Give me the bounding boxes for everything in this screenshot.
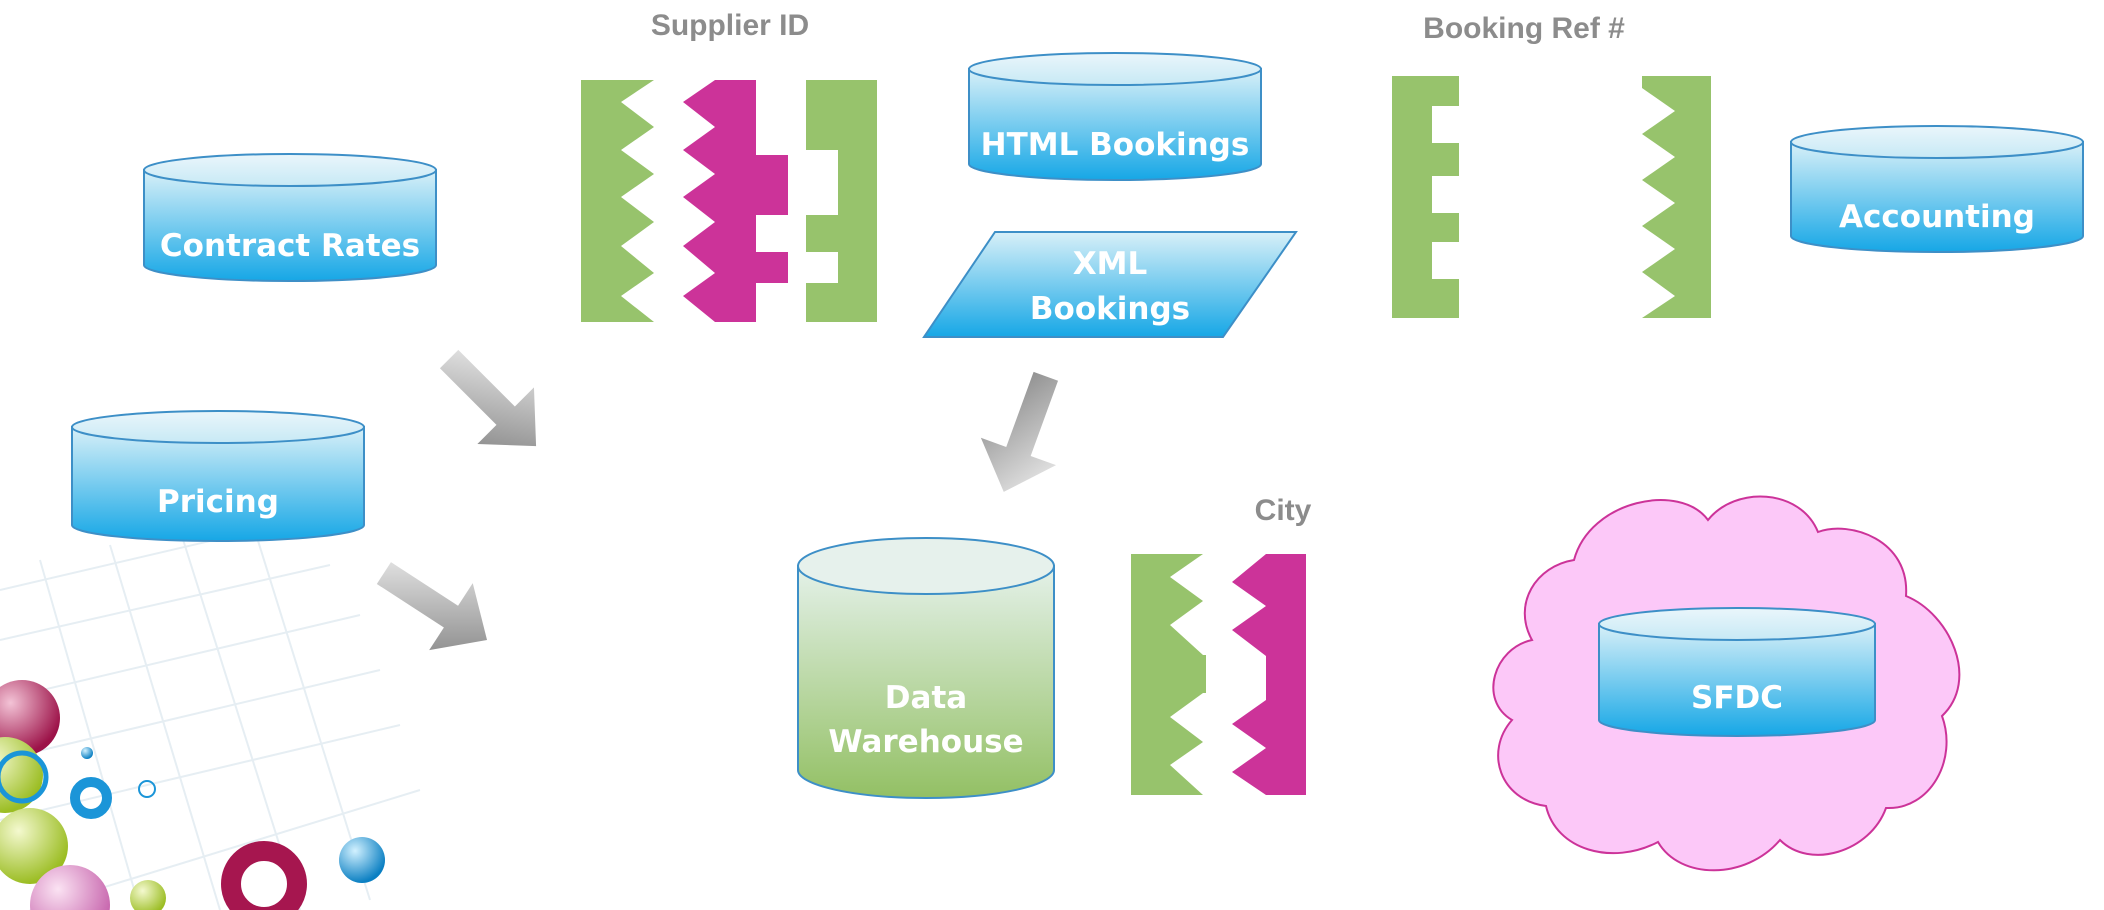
contract-rates-label: Contract Rates xyxy=(160,228,420,264)
booking-ref-label: Booking Ref # xyxy=(1423,12,1625,45)
green-zigzag-connector xyxy=(581,80,654,322)
down-right-arrow xyxy=(439,349,537,447)
down-left-arrow xyxy=(980,371,1059,492)
xml-bookings-label-line1: XML xyxy=(1073,246,1148,282)
html-bookings-database: HTML Bookings xyxy=(968,52,1262,181)
down-right-arrow xyxy=(376,562,488,651)
sfdc-database: SFDC xyxy=(1598,607,1876,737)
blue-ring xyxy=(70,777,112,819)
accounting-label: Accounting xyxy=(1839,199,2035,235)
green-zigzag-connector xyxy=(1131,554,1206,795)
xml-bookings-label-line2: Bookings xyxy=(1030,291,1190,327)
green-slot-connector xyxy=(806,80,877,322)
data-warehouse-label-line2: Warehouse xyxy=(828,724,1023,760)
city-connector xyxy=(1131,554,1306,795)
xml-bookings-data-block: XML Bookings xyxy=(922,231,1298,338)
lime-sphere xyxy=(130,880,166,910)
accounting-database: Accounting xyxy=(1790,125,2084,253)
sfdc-label: SFDC xyxy=(1691,680,1783,716)
data-warehouse-label-line1: Data xyxy=(885,680,967,716)
magenta-zigzag-connector xyxy=(683,80,788,322)
supplier-id-label: Supplier ID xyxy=(651,9,809,42)
supplier-id-connector xyxy=(581,80,877,322)
pricing-label: Pricing xyxy=(157,484,279,520)
booking-ref-connector xyxy=(1392,76,1711,318)
decorative-background xyxy=(0,514,421,910)
magenta-zigzag-connector xyxy=(1232,554,1306,795)
html-bookings-label: HTML Bookings xyxy=(981,127,1250,163)
blue-sphere xyxy=(81,747,93,759)
pink-sphere xyxy=(30,865,110,910)
green-zigzag-connector xyxy=(1642,76,1711,318)
blue-ring xyxy=(0,750,49,804)
magenta-ring xyxy=(221,841,307,910)
city-label: City xyxy=(1255,494,1312,527)
blue-ring xyxy=(138,780,156,798)
green-slot-connector xyxy=(1392,76,1459,318)
data-warehouse-database: Data Warehouse xyxy=(797,537,1055,799)
pricing-database: Pricing xyxy=(71,410,365,542)
magenta-sphere xyxy=(0,680,60,756)
lime-sphere xyxy=(0,808,68,884)
blue-sphere xyxy=(339,837,385,883)
contract-rates-database: Contract Rates xyxy=(143,153,437,282)
